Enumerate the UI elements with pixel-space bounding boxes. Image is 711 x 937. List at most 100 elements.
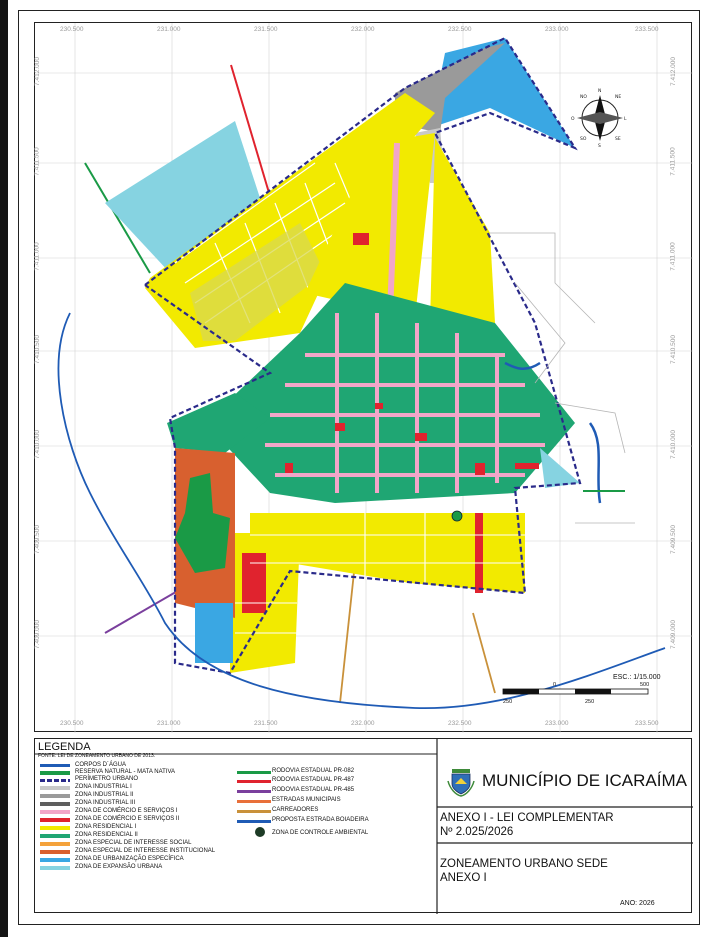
grid-x-bottom-7: 233.500	[635, 720, 659, 727]
legend-label-perimetro: PERÍMETRO URBANO	[75, 776, 139, 782]
zona-controle-ambiental-marker[interactable]	[451, 510, 463, 522]
legend-swatch-ind2	[40, 794, 70, 798]
corpos-dagua-stream-ne	[504, 361, 541, 370]
legend-swatch-social	[40, 842, 70, 846]
legend-swatch-com2	[40, 818, 70, 822]
grid-y-right-2: 7.411.500	[669, 147, 677, 176]
grid-x-bottom-6: 233.000	[545, 720, 569, 727]
legend-swatch-res2	[40, 834, 70, 838]
legend-label-municipais: ESTRADAS MUNICIPAIS	[272, 797, 341, 803]
legend-label-controle: ZONA DE CONTROLE AMBIENTAL	[272, 830, 369, 836]
zona-residencial-ii[interactable]	[205, 283, 575, 503]
zona-urbanizacao-especifica-ne[interactable]	[430, 38, 575, 148]
north-label-se: SE	[615, 136, 621, 142]
legend-source: FONTE: LEI DE ZONEAMENTO URBANO DE 2013.	[38, 753, 156, 759]
legend-label-mata: RESERVA NATURAL - MATA NATIVA	[75, 769, 176, 775]
north-label-no: NO	[580, 94, 587, 100]
legend-label-res1: ZONA RESIDENCIAL I	[75, 824, 137, 830]
grid-x-top-3: 231.500	[254, 26, 278, 33]
grid-y-left-3: 7.411.000	[33, 242, 41, 271]
grid-y-right-7: 7.409.000	[669, 620, 677, 649]
legend-line-pr485	[237, 790, 271, 793]
scale-tick-3: 250	[585, 699, 594, 705]
scale-text: ESC.: 1/15.000	[613, 674, 661, 681]
grid-y-left-5: 7.410.000	[33, 430, 41, 459]
legend-swatch-ind3	[40, 802, 70, 806]
grid-y-left-1: 7.412.000	[33, 57, 41, 86]
lei-number: Nº 2.025/2026	[440, 826, 514, 838]
panel-dividers	[35, 739, 693, 914]
zona-urbanizacao-especifica-sw[interactable]	[195, 603, 233, 663]
scale-tick-2: 0	[553, 682, 556, 688]
zona-comercio-ii-block	[353, 233, 369, 245]
corpos-dagua-stream-east	[588, 422, 602, 504]
legend-label-agua: CORPOS D´ÁGUA	[75, 762, 127, 768]
legend-swatch-mata	[40, 771, 70, 775]
zona-residencial-i-south[interactable]	[250, 513, 525, 593]
grid-x-bottom-3: 231.500	[254, 720, 278, 727]
anexo-line: ANEXO I - LEI COMPLEMENTAR	[440, 812, 614, 824]
legend-label-exp: ZONA DE EXPANSÃO URBANA	[75, 864, 163, 870]
grid-x-top-1: 230.500	[60, 26, 84, 33]
zona-expansao-urbana[interactable]	[105, 121, 260, 273]
grid-x-top-4: 232.000	[351, 26, 375, 33]
zoning-map[interactable]: N NE L SE S SO O NO ESC.: 1/15.000 250 0…	[35, 23, 693, 733]
tema-anexo: ANEXO I	[440, 872, 487, 884]
legend-label-carreadores: CARREADORES	[272, 807, 319, 813]
north-label-s: S	[598, 143, 601, 149]
scale-tick-4: 500	[640, 682, 649, 688]
zona-residencial-i-east[interactable]	[430, 138, 495, 323]
legend-label-ind1: ZONA INDUSTRIAL I	[75, 784, 132, 790]
north-label-l: L	[624, 116, 627, 122]
legend-swatch-ind1	[40, 786, 70, 790]
legend-label-com1: ZONA DE COMÉRCIO E SERVIÇOS I	[75, 808, 178, 814]
commerce-axis-north	[387, 142, 400, 314]
ano-label: ANO: 2026	[620, 900, 655, 907]
legend-swatch-exp	[40, 866, 70, 870]
north-label-n: N	[598, 88, 601, 94]
legend-label-ind3: ZONA INDUSTRIAL III	[75, 800, 136, 806]
legend-label-pr485: RODOVIA ESTADUAL PR-485	[272, 787, 355, 793]
grid-x-bottom-1: 230.500	[60, 720, 84, 727]
legend-line-pr082	[237, 771, 271, 774]
legend-label-urb: ZONA DE URBANIZAÇÃO ESPECÍFICA	[75, 856, 184, 862]
legend-line-carreadores	[237, 810, 271, 813]
legend-label-pr082: RODOVIA ESTADUAL PR-082	[272, 768, 355, 774]
grid-y-left-4: 7.410.500	[33, 335, 41, 364]
scale-tick-1: 250	[503, 699, 512, 705]
legend-swatch-urb	[40, 858, 70, 862]
zona-residencial-i-central[interactable]	[305, 133, 435, 318]
south-street-grid	[235, 513, 525, 634]
legend-line-municipais	[237, 800, 271, 803]
zona-expansao-east	[540, 448, 580, 488]
grid-y-left-2: 7.411.500	[33, 147, 41, 176]
scale-bar	[502, 688, 649, 695]
grid-y-right-3: 7.411.000	[669, 242, 677, 271]
legend-swatch-perimetro	[40, 779, 70, 782]
left-binding-bar	[0, 0, 8, 937]
legend-line-boiadeira	[237, 820, 271, 823]
grid-y-right-6: 7.409.500	[669, 525, 677, 554]
grid-x-top-2: 231.000	[157, 26, 181, 33]
legend-label-boiadeira: PROPOSTA ESTRADA BOIADEIRA	[272, 817, 369, 823]
road-pr-487	[230, 64, 276, 214]
zona-residencial-ii-west	[167, 393, 270, 453]
zona-comercio-ii-strip	[475, 513, 483, 593]
road-pr-082	[84, 162, 151, 274]
legend-label-pr487: RODOVIA ESTADUAL PR-487	[272, 777, 355, 783]
legend-label-res2: ZONA RESIDENCIAL II	[75, 832, 138, 838]
corpos-dagua-river	[57, 312, 666, 710]
municipio-title: MUNICÍPIO DE ICARAÍMA	[482, 771, 687, 790]
grid-y-right-5: 7.410.000	[669, 430, 677, 459]
legend-label-ind2: ZONA INDUSTRIAL II	[75, 792, 134, 798]
map-frame: N NE L SE S SO O NO ESC.: 1/15.000 250 0…	[33, 22, 693, 733]
north-label-o: O	[571, 116, 575, 122]
carreador-1	[339, 562, 356, 704]
legend-swatch-com1	[40, 810, 70, 814]
grid-y-right-4: 7.410.500	[669, 335, 677, 364]
legend-label-social: ZONA ESPECIAL DE INTERESSE SOCIAL	[75, 840, 192, 846]
grid-y-right-1: 7.412.000	[669, 57, 677, 86]
reserva-natural-mata-nativa[interactable]	[175, 473, 230, 573]
north-arrow	[577, 95, 623, 141]
carreador-2	[472, 612, 496, 694]
